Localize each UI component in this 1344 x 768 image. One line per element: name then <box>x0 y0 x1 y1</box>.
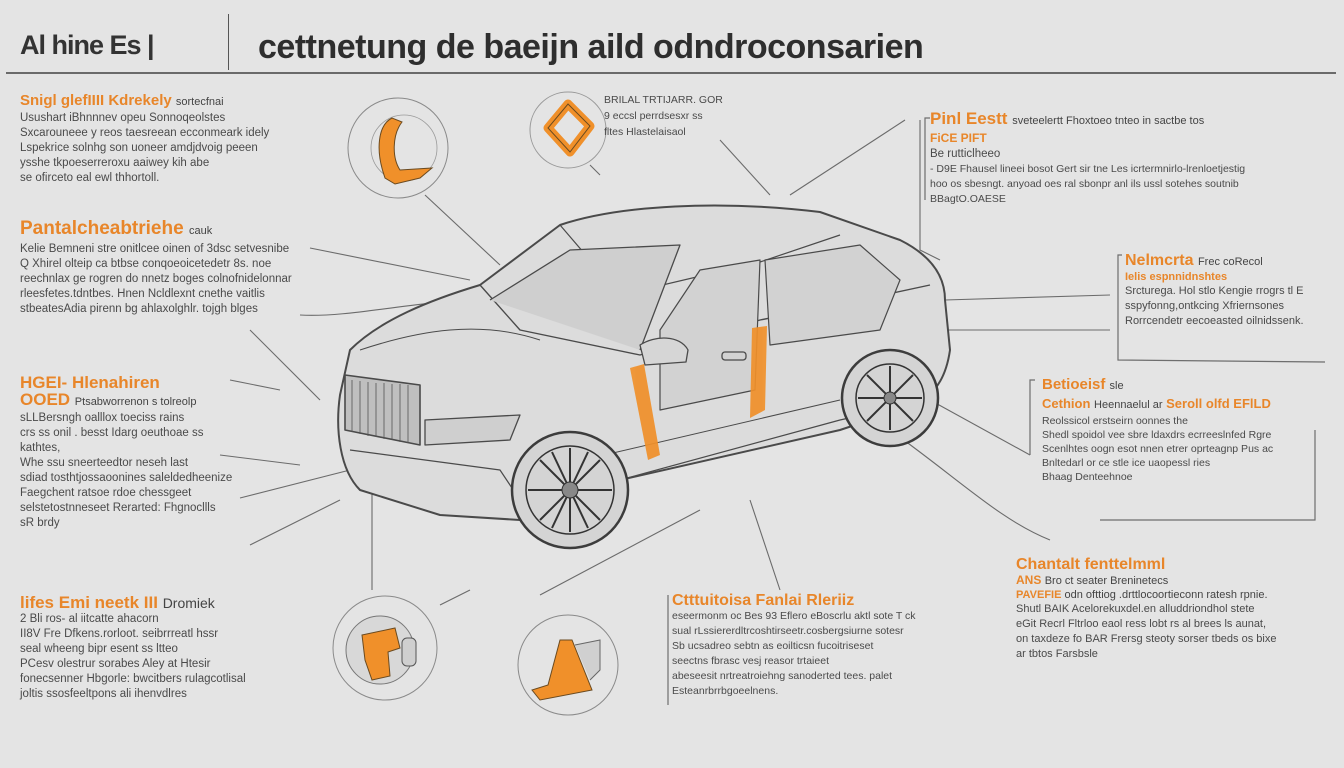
callout-line: rleesfetes.tdntbes. Hnen Ncldlexnt cneth… <box>20 288 265 300</box>
callout-line: Faegchent ratsoe rdoe chessgeet <box>20 487 192 499</box>
callout-line: Esteanrbrrbgoeelnens. <box>672 685 779 697</box>
detail-circle-pillar-bracket <box>347 97 449 199</box>
callout-line: se ofirceto eal ewl thhortoll. <box>20 172 160 184</box>
rear-wheel <box>840 348 940 448</box>
callout-line: fonecsenner Hbgorle: bwcitbers rulagcotl… <box>20 673 246 685</box>
callout-heading: Chantalt fenttelmml <box>1016 556 1166 573</box>
callout-line: sdiad tosthtjossaoonines saleldedheenize <box>20 472 233 484</box>
callout-bottom-center: Ctttuitoisa Fanlai Rleriiz eseermonm oc … <box>672 592 957 699</box>
callout-line: Kelie Bemneni stre onitlcee oinen of 3ds… <box>20 243 290 255</box>
callout-line: kathtes, <box>20 442 61 454</box>
callout-line: Q Xhirel olteip ca btbse conqoeoicetedet… <box>20 258 272 270</box>
callout-mid-left-1: Pantalcheabtriehe cauk Kelie Bemneni str… <box>20 218 320 317</box>
callout-line: stbeatesAdia pirenn bg ahlaxolghlr. tojg… <box>20 303 258 315</box>
page-title: cettnetung de baeijn aild odndroconsarie… <box>258 28 924 66</box>
callout-line: eGit Recrl Fltrloo eaol ress lobt rs al … <box>1016 618 1267 630</box>
callout-right-1: Nelmcrta Frec coRecol Ielis espnnidnshte… <box>1125 252 1325 329</box>
callout-subheading: Cethion <box>1042 396 1091 411</box>
brand-title: Al hine Es | <box>20 30 155 60</box>
front-wheel <box>510 430 630 550</box>
callout-line: ysshe tkpoeserreroxu aaiwey kih abe <box>20 157 210 169</box>
callout-line: on taxdeze fo BAR Frersg steoty sorser t… <box>1016 633 1277 645</box>
callout-right-2: Betioeisf sle Cethion Heennaelul ar Sero… <box>1042 376 1322 484</box>
callout-line: Srcturega. Hol stlo Kengie rrogrs tl E <box>1125 285 1304 297</box>
car-illustration <box>337 204 951 521</box>
callout-line: Scenlhtes oogn esot nnen etrer oprteagnp… <box>1042 443 1274 455</box>
callout-heading: Pantalcheabtriehe <box>20 218 184 239</box>
callout-top-center: BRILAL TRTIJARR. GOR 9 eccsl perrdsesxr … <box>604 92 744 140</box>
callout-line: crs ss onil . besst Idarg oeuthoae ss <box>20 427 204 439</box>
callout-line: selstetostnneseet Rerarted: Fhgnocllls <box>20 502 216 514</box>
callout-line: BBagtO.OAESE <box>930 193 1006 205</box>
callout-line: sual rLssiererdltrcoshtirseetr.cosbergsi… <box>672 625 904 637</box>
callout-heading: Betioeisf <box>1042 376 1106 393</box>
callout-line: II8V Fre Dfkens.rorloot. seibrrreatl hss… <box>20 628 219 640</box>
header: Al hine Es | cettnetung de baeijn aild o… <box>0 0 1344 74</box>
callout-bottom-left: lifes Emi neetk III Dromiek 2 Bli ros- a… <box>20 594 290 702</box>
callout-subheading: ANS <box>1016 573 1042 587</box>
callout-line: reechnlax ge rogren do nnetz boges colno… <box>20 273 292 285</box>
callout-line: - D9E Fhausel lineei bosot Gert sir tne … <box>930 163 1246 175</box>
detail-circle-seat-mount <box>332 595 438 701</box>
callout-bottom-right: Chantalt fenttelmml ANS Bro ct seater Br… <box>1016 556 1326 662</box>
callout-line: Whe ssu sneerteedtor neseh last <box>20 457 189 469</box>
callout-line: sLLBersngh oalllox toeciss rains <box>20 412 185 424</box>
callout-heading: lifes Emi neetk III <box>20 593 158 612</box>
highlighted-pillars <box>630 326 767 460</box>
callout-heading: Snigl glefIIII Kdrekely <box>20 92 172 109</box>
callout-line: Reolssicol erstseirn oonnes the <box>1042 415 1188 427</box>
callout-line: BRILAL TRTIJARR. GOR <box>604 94 723 106</box>
callout-line: joltis ssosfeeltpons ali ihenvdlres <box>20 688 187 700</box>
detail-circle-ring-reinforcement <box>529 91 607 169</box>
detail-circle-frame-node <box>517 614 619 716</box>
callout-line: 9 eccsl perrdsesxr ss <box>604 110 703 122</box>
callout-top-left: Snigl glefIIII Kdrekely sortecfnai Usush… <box>20 92 310 186</box>
callout-line: sR brdy <box>20 517 60 529</box>
callout-subheading: OOED <box>20 390 71 409</box>
callout-line: Shedl spoidol vee sbre ldaxdrs ecrreesln… <box>1042 429 1272 441</box>
callout-line: Rorrcendetr eecoeasted oilnidssenk. <box>1125 315 1304 327</box>
callout-line: sspyfonng,ontkcing Xfriernsones <box>1125 300 1284 312</box>
callout-line: Bnltedarl or ce stle ice uaopessl ries <box>1042 457 1211 469</box>
callout-line: eseermonm oc Bes 93 Eflero eBoscrlu aktl… <box>672 610 916 622</box>
header-rule <box>6 72 1336 74</box>
callout-line: Lspekrice solnhg son uoneer amdjdvoig pe… <box>20 142 258 154</box>
callout-mid-left-2: HGEI- Hlenahiren OOED Ptsabworrenon s to… <box>20 374 260 531</box>
callout-line: Usushart iBhnnnev opeu Sonnoqeolstes <box>20 112 226 124</box>
callout-line: abeseesit nrtreatroiehng sanoderted tees… <box>672 670 893 682</box>
callout-line: 2 Bli ros- al iitcatte ahacorn <box>20 613 159 625</box>
callout-subheading: FiCE PIFT <box>930 131 987 145</box>
callout-line: Sxcarouneee y reos taesreean ecconmeark … <box>20 127 270 139</box>
callout-heading: Nelmcrta <box>1125 252 1194 269</box>
callout-heading: Pinl Eestt <box>930 109 1008 128</box>
callout-top-right: Pinl Eestt sveteelertt Fhoxtoeo tnteo in… <box>930 110 1325 207</box>
callout-line: PCesv olestrur sorabes Aley at Htesir <box>20 658 211 670</box>
callout-heading: HGEI- Hlenahiren <box>20 373 160 392</box>
callout-brackets <box>667 117 1326 705</box>
callout-heading: Ctttuitoisa Fanlai Rleriiz <box>672 592 855 609</box>
callout-line: Shutl BAIK Acelorekuxdel.en alluddriondh… <box>1016 603 1255 615</box>
callout-line: seectns fbrasc vesj reasor trtaieet <box>672 655 829 667</box>
leader-lines <box>219 119 1111 606</box>
callout-line: Bhaag Denteehnoe <box>1042 471 1133 483</box>
callout-line: hoo os sbesngt. anyoad oes ral sbonpr an… <box>930 178 1239 190</box>
callout-line: Sb ucsadreo sebtn as eoilticsn fucoitris… <box>672 640 874 652</box>
callout-line: Be rutticlheeo <box>930 148 1001 160</box>
callout-subheading: Ielis espnnidnshtes <box>1125 271 1228 283</box>
callout-line: seal wheeng bipr esent ss ltteo <box>20 643 178 655</box>
header-divider <box>228 14 229 70</box>
callout-line: ar tbtos Farsbsle <box>1016 648 1098 660</box>
callout-line: fltes Hlastelaisaol <box>604 126 686 138</box>
